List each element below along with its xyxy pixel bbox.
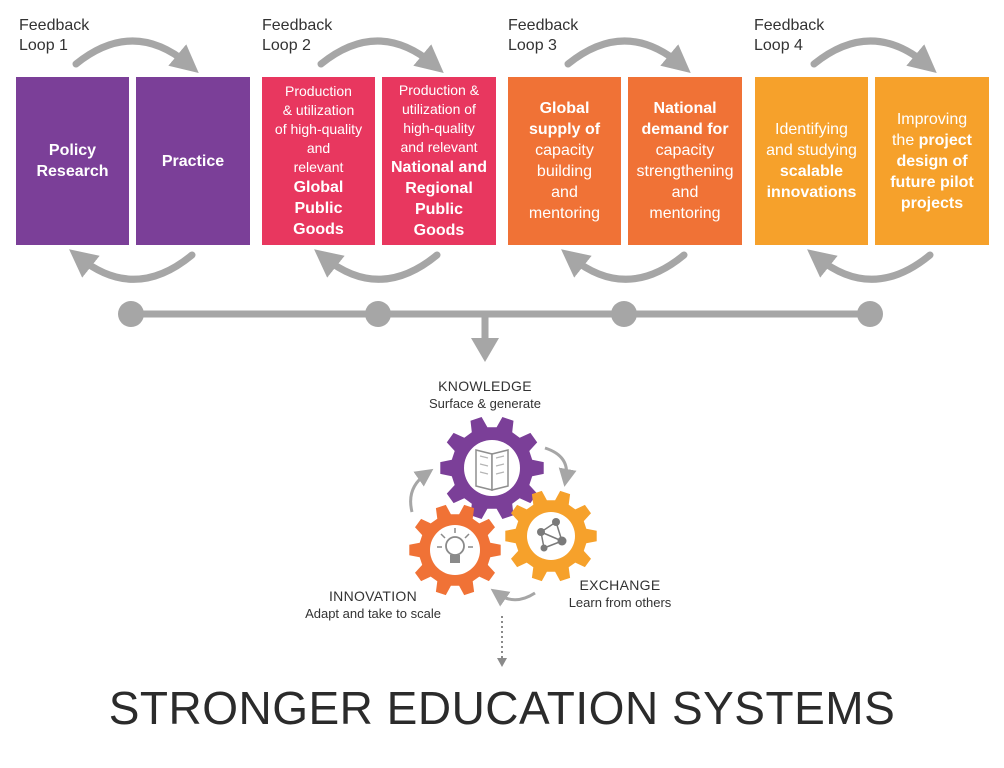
box-text-line: scalable: [779, 163, 844, 180]
knowledge-subtitle: Surface & generate: [428, 396, 542, 411]
box-text-line: Policy: [48, 142, 97, 159]
box-text-line: and: [551, 184, 578, 201]
box-text-line: capacity: [655, 142, 715, 159]
dotted-down-arrow: [497, 616, 507, 667]
knowledge-title: KNOWLEDGE: [438, 378, 532, 394]
loop-4-label: Feedback Loop 4: [754, 16, 874, 56]
box-text-line: and studying: [766, 142, 857, 159]
box-text-line: Global: [293, 179, 344, 196]
down-arrow-icon: [471, 338, 499, 362]
box-text-line: Global: [539, 100, 590, 117]
loop-1-top-arrow: [72, 37, 199, 73]
box-scalable-innovations: Identifying and studying scalable innovatio…: [755, 77, 868, 245]
innovation-label: INNOVATION Adapt and take to scale: [293, 587, 453, 622]
box-text-line: mentoring: [649, 205, 721, 222]
gear-hub: [430, 525, 480, 575]
exchange-subtitle: Learn from others: [568, 595, 672, 610]
box-text-line: Improving: [896, 110, 968, 128]
box-text-line: design of: [896, 152, 968, 170]
box-text-line: mentoring: [528, 205, 601, 222]
box-global-supply-capacity: Global supply of capacity building and mentor…: [508, 77, 621, 245]
box-text-line: demand for: [641, 121, 729, 138]
box-text-line: projects: [900, 194, 964, 212]
box-text-line: relevant: [293, 159, 344, 175]
box-text-line: Regional: [405, 180, 473, 197]
box-national-demand-capacity: National demand for capacity strengthening a…: [628, 77, 742, 245]
box-text-line: Public: [294, 200, 343, 217]
connector-line: [118, 301, 883, 362]
knowledge-label: KNOWLEDGE Surface & generate: [405, 377, 565, 412]
box-text-line: future pilot: [890, 173, 974, 191]
loop-2-top-arrow: [317, 37, 444, 73]
connector-node-4: [857, 301, 883, 327]
box-text-line: National and: [390, 159, 487, 176]
box-text-line: and relevant: [400, 139, 478, 155]
loop-4-label-line-1: Feedback: [754, 17, 825, 34]
loop-1-bottom-arrow: [69, 249, 196, 283]
loop-2-label-line-2: Loop 2: [262, 37, 311, 54]
box-text-line: building: [536, 163, 593, 180]
box-text-line: capacity: [535, 142, 594, 159]
box-national-regional-public-goods: Production & utilization of high-quality an…: [382, 77, 496, 245]
box-text-line: utilization of: [402, 101, 476, 117]
loop-3-label-line-1: Feedback: [508, 17, 579, 34]
box-text-line: the project: [890, 130, 974, 151]
box-text-line: high-quality: [403, 120, 475, 136]
loop-2-label-line-1: Feedback: [262, 17, 333, 34]
box-text-line: Research: [36, 163, 109, 180]
box-text-part: the: [891, 131, 919, 149]
loop-1-label-line-2: Loop 1: [19, 37, 68, 54]
cycle-arrow-bottom: [490, 588, 536, 607]
box-practice: Practice: [136, 77, 250, 245]
innovation-gear: [409, 504, 501, 596]
connector-node-2: [365, 301, 391, 327]
loop-2-label: Feedback Loop 2: [262, 16, 382, 56]
box-text-line: and: [306, 140, 331, 156]
network-icon: [537, 518, 567, 552]
connector-node-1: [118, 301, 144, 327]
footer-title: STRONGER EDUCATION SYSTEMS: [108, 682, 896, 734]
box-global-public-goods: Production & utilization of high-quality an…: [262, 77, 375, 245]
box-text-line: Production: [285, 83, 352, 99]
connector-node-3: [611, 301, 637, 327]
box-text-line: Identifying: [775, 121, 848, 138]
cycle-arrow-left: [409, 468, 434, 513]
loop-3-label-line-2: Loop 3: [508, 37, 557, 54]
cycle-arrow-right: [544, 446, 577, 487]
loop-1-label: Feedback Loop 1: [19, 16, 139, 56]
innovation-title: INNOVATION: [328, 588, 418, 604]
loop-3-bottom-arrow: [561, 249, 688, 283]
box-text-line: Goods: [293, 221, 344, 238]
box-text-line: of high-quality: [274, 121, 363, 137]
loop-3-top-arrow: [564, 37, 691, 73]
box-text-line: National: [653, 100, 717, 117]
loop-4-bottom-arrow: [807, 249, 934, 283]
loop-4-label-line-2: Loop 4: [754, 37, 803, 54]
exchange-label: EXCHANGE Learn from others: [540, 576, 700, 611]
lightbulb-icon: [437, 528, 473, 563]
box-text-line: Public: [414, 201, 463, 218]
box-text-line: Practice: [161, 152, 225, 170]
box-text-part: project: [918, 131, 972, 149]
box-text-line: supply of: [528, 121, 601, 138]
loop-2-bottom-arrow: [314, 249, 441, 283]
box-text-line: innovations: [766, 184, 857, 201]
box-text-line: Goods: [413, 222, 465, 239]
box-text-line: and: [671, 184, 699, 201]
book-icon: [475, 449, 509, 491]
box-text-line: Production &: [398, 82, 480, 98]
exchange-title: EXCHANGE: [579, 577, 661, 593]
box-text-line: & utilization: [282, 102, 355, 118]
loop-3-label: Feedback Loop 3: [508, 16, 628, 56]
innovation-subtitle: Adapt and take to scale: [305, 606, 441, 621]
loop-4-top-arrow: [810, 37, 937, 73]
loop-1-label-line-1: Feedback: [19, 17, 90, 34]
box-text-line: strengthening: [636, 163, 734, 180]
